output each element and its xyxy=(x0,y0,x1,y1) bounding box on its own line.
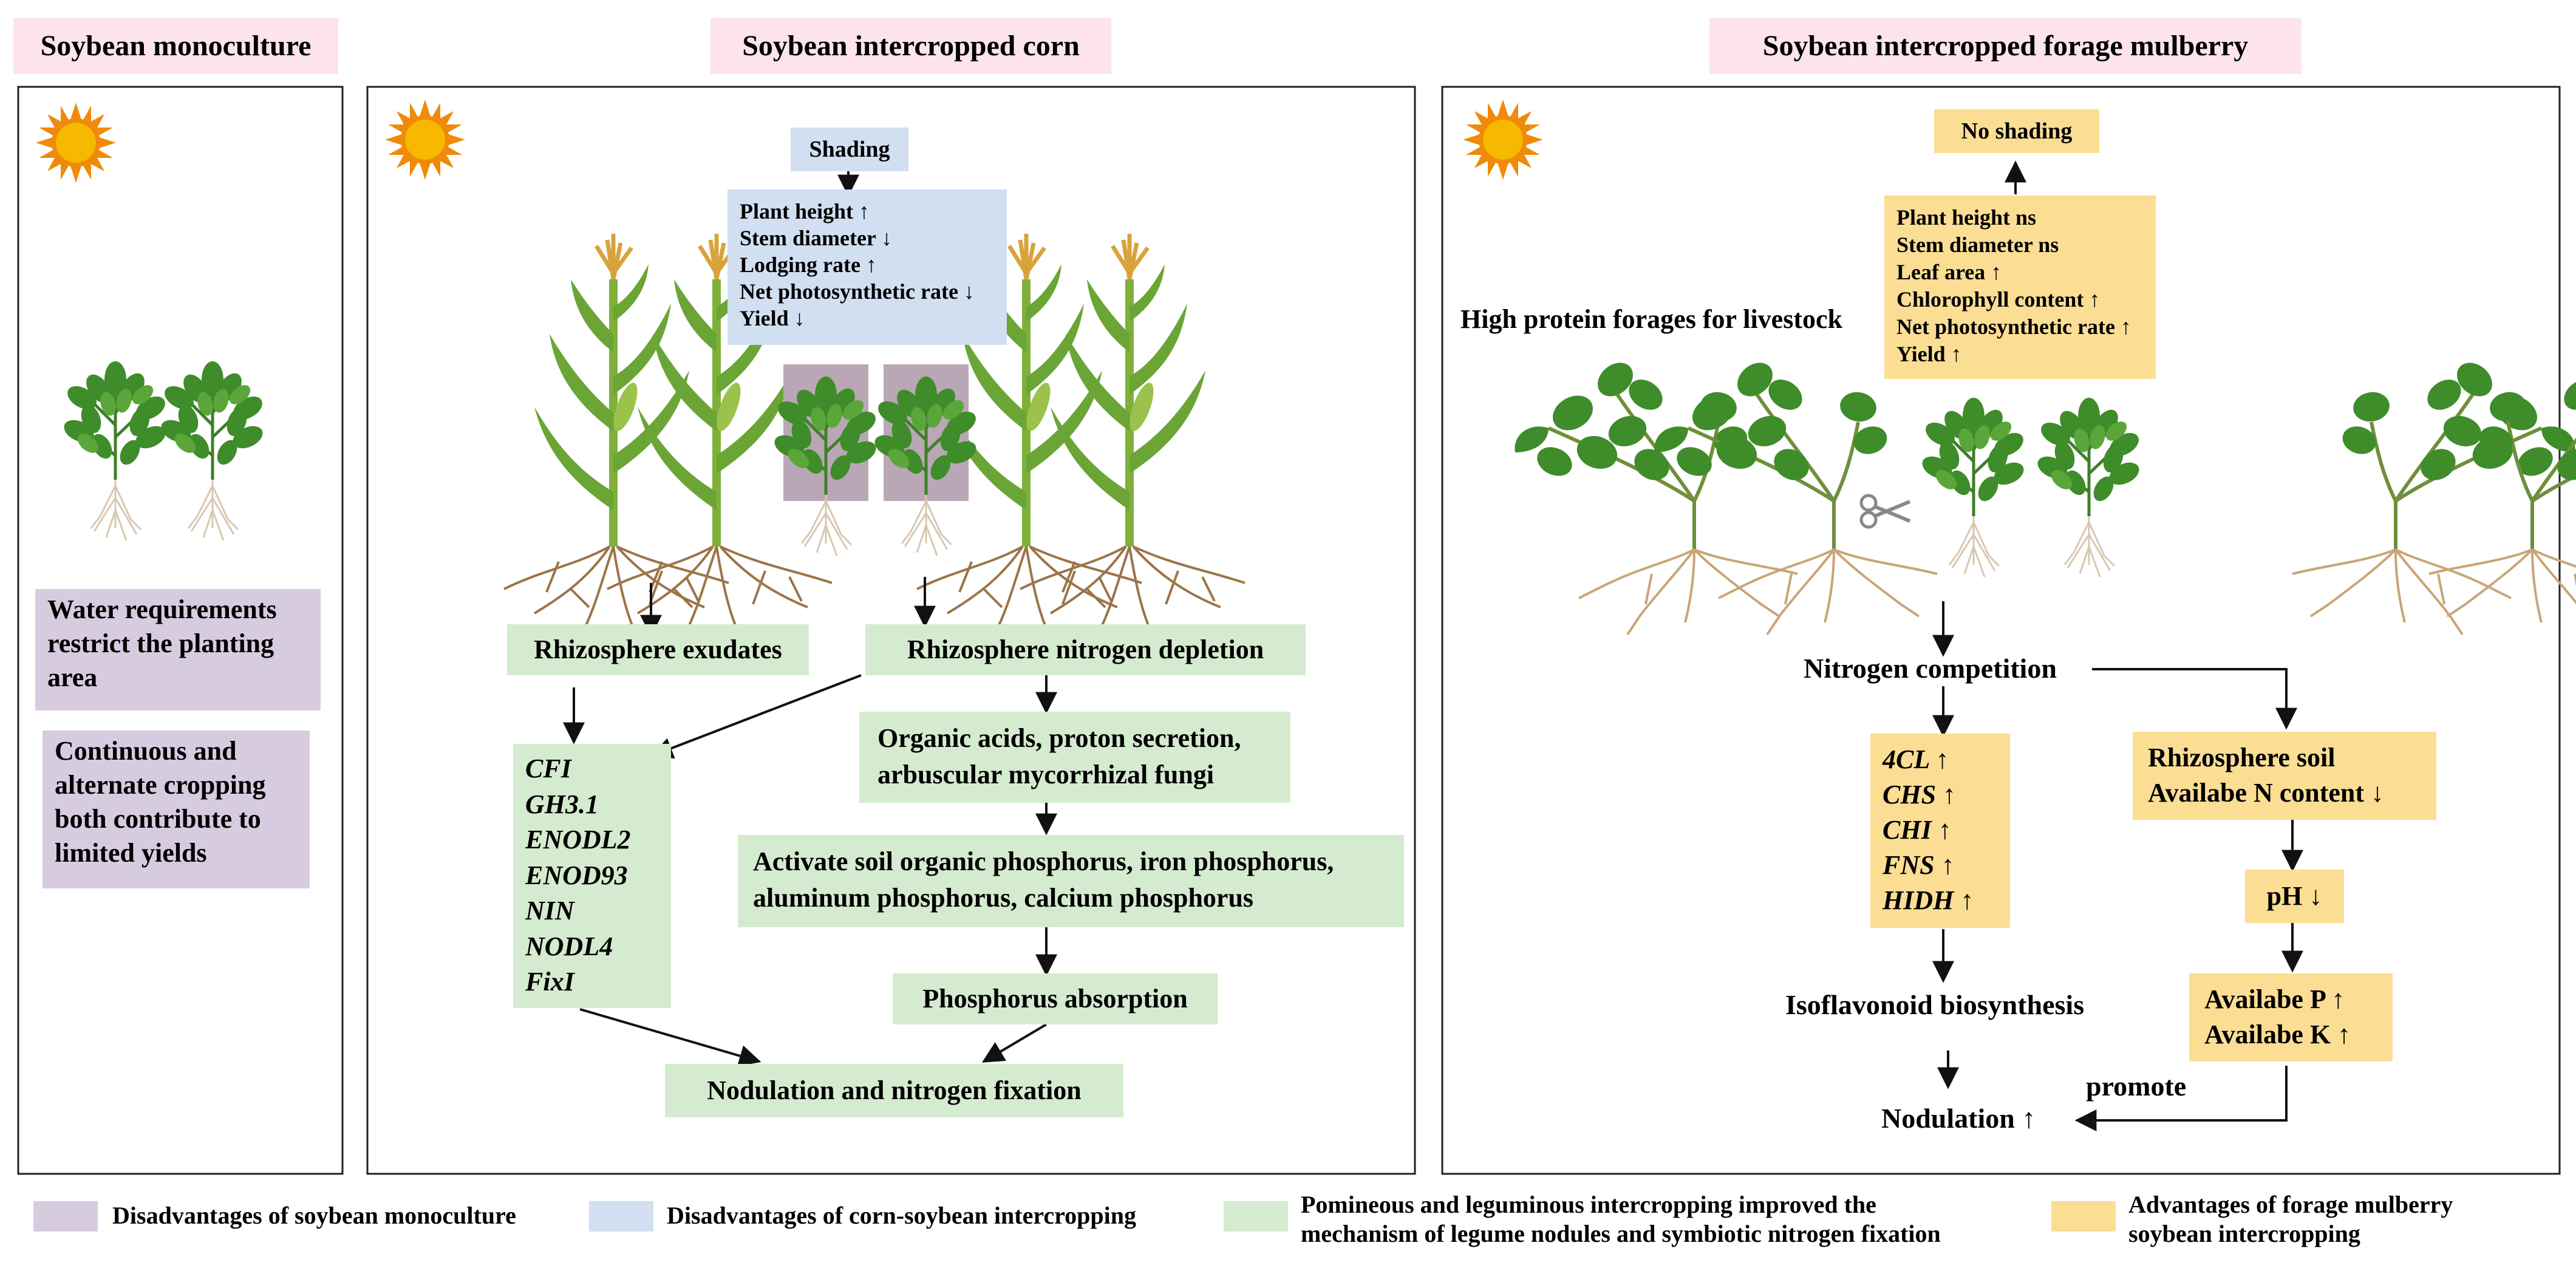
activate-phosphorus-box: Activate soil organic phosphorus, iron p… xyxy=(738,835,1404,927)
legend-swatch-purple xyxy=(33,1201,98,1231)
nodulation-nitrogen-fixation-box: Nodulation and nitrogen fixation xyxy=(665,1064,1123,1117)
soybean-plant-icon xyxy=(158,361,267,540)
corn-effects-box: Plant height ↑ Stem diameter ↓ Lodging r… xyxy=(727,189,1007,345)
rhizosphere-exudates-box: Rhizosphere exudates xyxy=(507,624,809,675)
no-shading-box: No shading xyxy=(1934,109,2099,153)
legend-label-green: Pomineous and leguminous intercropping i… xyxy=(1301,1191,1941,1247)
nitrogen-competition-label: Nitrogen competition xyxy=(1804,653,2057,684)
mulberry-plant-icon xyxy=(1515,356,1797,635)
panel-corn xyxy=(366,86,1416,1175)
title-monoculture: Soybean monoculture xyxy=(13,18,338,74)
soybean-plant-icon xyxy=(2034,398,2143,577)
legend-label-monoculture: Disadvantages of soybean monoculture xyxy=(112,1202,516,1229)
mulberry-effects-box: Plant height ns Stem diameter ns Leaf ar… xyxy=(1884,196,2156,379)
continuous-cropping-box: Continuous and alternate cropping both c… xyxy=(43,731,310,888)
water-requirements-box: Water requirements restrict the planting… xyxy=(35,589,321,710)
corn-plant-icon xyxy=(504,234,729,638)
mulberry-plant-icon xyxy=(2292,356,2575,635)
isoflavonoid-label: Isoflavonoid biosynthesis xyxy=(1785,989,2085,1020)
nodulation-label: Nodulation ↑ xyxy=(1881,1103,2036,1134)
title-corn: Soybean intercropped corn xyxy=(710,18,1111,74)
soybean-plant-icon xyxy=(61,361,169,540)
corn-genes-box: CFI GH3.1 ENODL2 ENOD93 NIN NODL4 FixI xyxy=(513,744,671,1008)
panel-mulberry xyxy=(1441,86,2561,1175)
sun-icon xyxy=(36,103,116,183)
legend-swatch-blue xyxy=(589,1201,653,1231)
legend-swatch-green xyxy=(1224,1201,1288,1231)
legend-swatch-yellow xyxy=(2051,1201,2116,1231)
legend-label-mulberry: Advantages of forage mulberry soybean in… xyxy=(2128,1191,2453,1247)
sun-icon xyxy=(1463,100,1543,180)
scissors-icon xyxy=(1859,494,1911,529)
rhizosphere-soil-box: Rhizosphere soil Availabe N content ↓ xyxy=(2133,732,2436,820)
available-pk-box: Availabe P ↑ Availabe K ↑ xyxy=(2189,973,2393,1061)
legend-label-corn: Disadvantages of corn-soybean intercropp… xyxy=(667,1202,1137,1229)
organic-acids-box: Organic acids, proton secretion, arbuscu… xyxy=(859,712,1290,803)
promote-label: promote xyxy=(2086,1071,2187,1102)
sun-icon xyxy=(385,100,465,180)
forage-label: High protein forages for livestock xyxy=(1460,304,1842,334)
mulberry-genes-box: 4CL ↑ CHS ↑ CHI ↑ FNS ↑ HIDH ↑ xyxy=(1870,734,2010,928)
soybean-plant-icon xyxy=(1919,398,2028,577)
phosphorus-absorption-box: Phosphorus absorption xyxy=(893,973,1218,1024)
rhizosphere-nitrogen-box: Rhizosphere nitrogen depletion xyxy=(865,624,1306,675)
title-mulberry: Soybean intercropped forage mulberry xyxy=(1709,18,2302,74)
ph-box: pH ↓ xyxy=(2245,870,2344,923)
shading-box: Shading xyxy=(791,128,908,171)
panel-monoculture xyxy=(17,86,344,1175)
